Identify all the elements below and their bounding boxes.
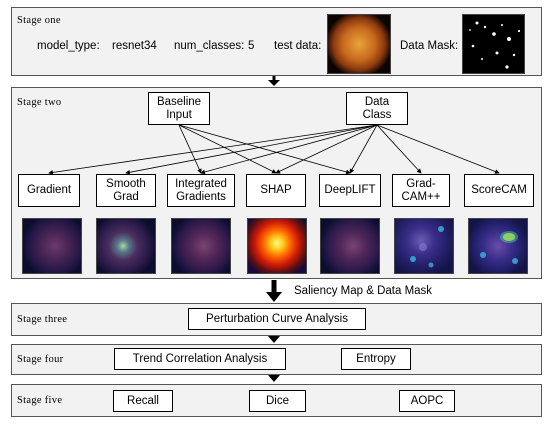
gradient-saliency-image bbox=[22, 218, 82, 274]
method-deeplift-box: DeepLIFT bbox=[319, 174, 381, 207]
gradcampp-saliency-image bbox=[394, 218, 454, 274]
method-scorecam-box: ScoreCAM bbox=[464, 174, 534, 207]
stage-five-label: Stage five bbox=[17, 395, 63, 406]
method-gradient-box: Gradient bbox=[18, 174, 80, 207]
method-gradcampp-box: Grad- CAM++ bbox=[392, 174, 450, 207]
data-mask-image bbox=[462, 14, 525, 74]
stage-one-panel bbox=[11, 7, 542, 76]
test-data-label: test data: bbox=[274, 40, 322, 52]
stage-flow-arrows bbox=[266, 76, 282, 382]
stage-three-label: Stage three bbox=[17, 314, 68, 325]
recall-box: Recall bbox=[113, 390, 173, 412]
gradcampp-hotspots bbox=[410, 226, 444, 268]
data-class-box: Data Class bbox=[346, 92, 408, 125]
method-integrated-gradients-box: Integrated Gradients bbox=[167, 174, 235, 207]
smoothgrad-saliency-image bbox=[96, 218, 156, 274]
perturbation-curve-analysis-box: Perturbation Curve Analysis bbox=[188, 308, 366, 330]
trend-correlation-analysis-box: Trend Correlation Analysis bbox=[114, 348, 286, 370]
scorecam-saliency-image bbox=[468, 218, 528, 274]
method-shap-box: SHAP bbox=[246, 174, 306, 207]
num-classes-key: num_classes: bbox=[174, 40, 245, 52]
baseline-input-box: Baseline Input bbox=[148, 92, 210, 125]
num-classes-value: 5 bbox=[248, 40, 255, 52]
model-type-value: resnet34 bbox=[112, 40, 157, 52]
saliency-map-data-mask-label: Saliency Map & Data Mask bbox=[294, 285, 433, 297]
stage-four-label: Stage four bbox=[17, 354, 64, 365]
integrated-gradients-saliency-image bbox=[171, 218, 231, 274]
model-type-key: model_type: bbox=[37, 40, 100, 52]
mask-dots bbox=[469, 21, 521, 69]
data-mask-label: Data Mask: bbox=[400, 40, 459, 52]
stage-one-label: Stage one bbox=[17, 15, 61, 26]
stage-two-label: Stage two bbox=[17, 97, 62, 108]
scorecam-hotspots bbox=[480, 231, 518, 264]
aopc-box: AOPC bbox=[399, 390, 455, 412]
shap-saliency-image bbox=[247, 218, 307, 274]
dice-box: Dice bbox=[249, 390, 306, 412]
deeplift-saliency-image bbox=[320, 218, 380, 274]
test-data-fundus-image bbox=[327, 14, 391, 74]
entropy-box: Entropy bbox=[341, 348, 411, 370]
